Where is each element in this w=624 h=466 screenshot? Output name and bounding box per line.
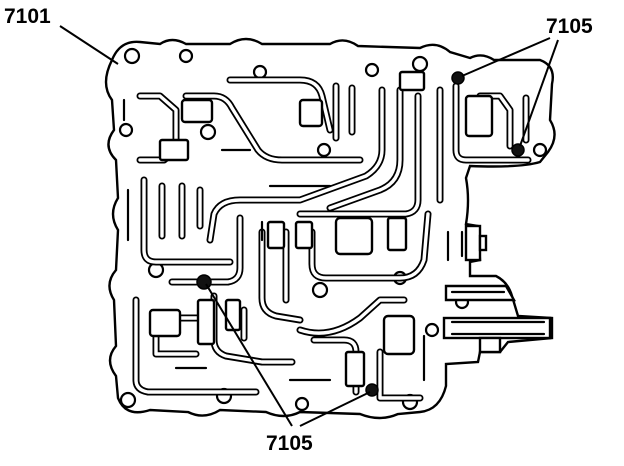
detent-plate [444, 284, 517, 302]
check-ball-top-right [511, 143, 525, 157]
leader-lines [59, 25, 559, 427]
detail-lines [122, 98, 464, 382]
callout-valve-body: 7101 [4, 5, 51, 28]
leader-7105-top-b [519, 39, 559, 147]
callout-check-balls-top: 7105 [546, 15, 593, 38]
leader-7105-bottom-b [299, 391, 371, 427]
side-bracket [464, 224, 488, 262]
callout-check-balls-bottom: 7105 [266, 432, 313, 455]
check-ball-bottom-right [365, 383, 379, 397]
leader-7101 [59, 25, 119, 65]
check-ball-top-left [451, 71, 465, 85]
leader-7105-top-a [461, 37, 551, 77]
manual-valve-shaft [442, 316, 552, 354]
leader-7105-bottom-a [205, 283, 293, 427]
